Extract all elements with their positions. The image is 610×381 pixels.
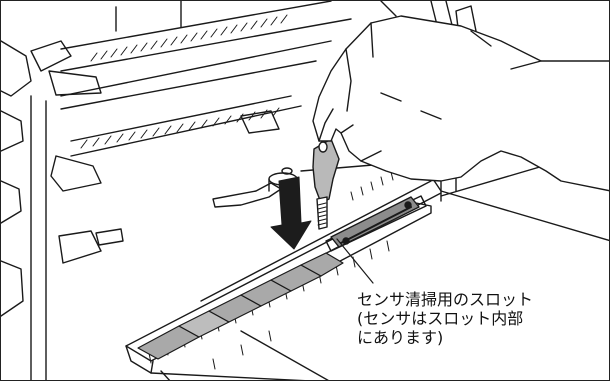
sensor-slot-callout: センサ清掃用のスロット (センサはスロット内部 にあります) [357,290,607,347]
left-frame [1,40,102,380]
sensor-pads [137,252,344,360]
cleaning-brush-icon [312,138,340,230]
hand-illustration [312,15,609,192]
callout-line-2: (センサはスロット内部 [357,309,524,328]
callout-line-3: にあります) [357,328,444,347]
callout-line-1: センサ清掃用のスロット [357,290,534,309]
upper-rails [60,1,352,246]
sensor-slot [330,196,420,248]
callout-leader-line [336,238,374,284]
down-arrow-icon [270,176,312,250]
